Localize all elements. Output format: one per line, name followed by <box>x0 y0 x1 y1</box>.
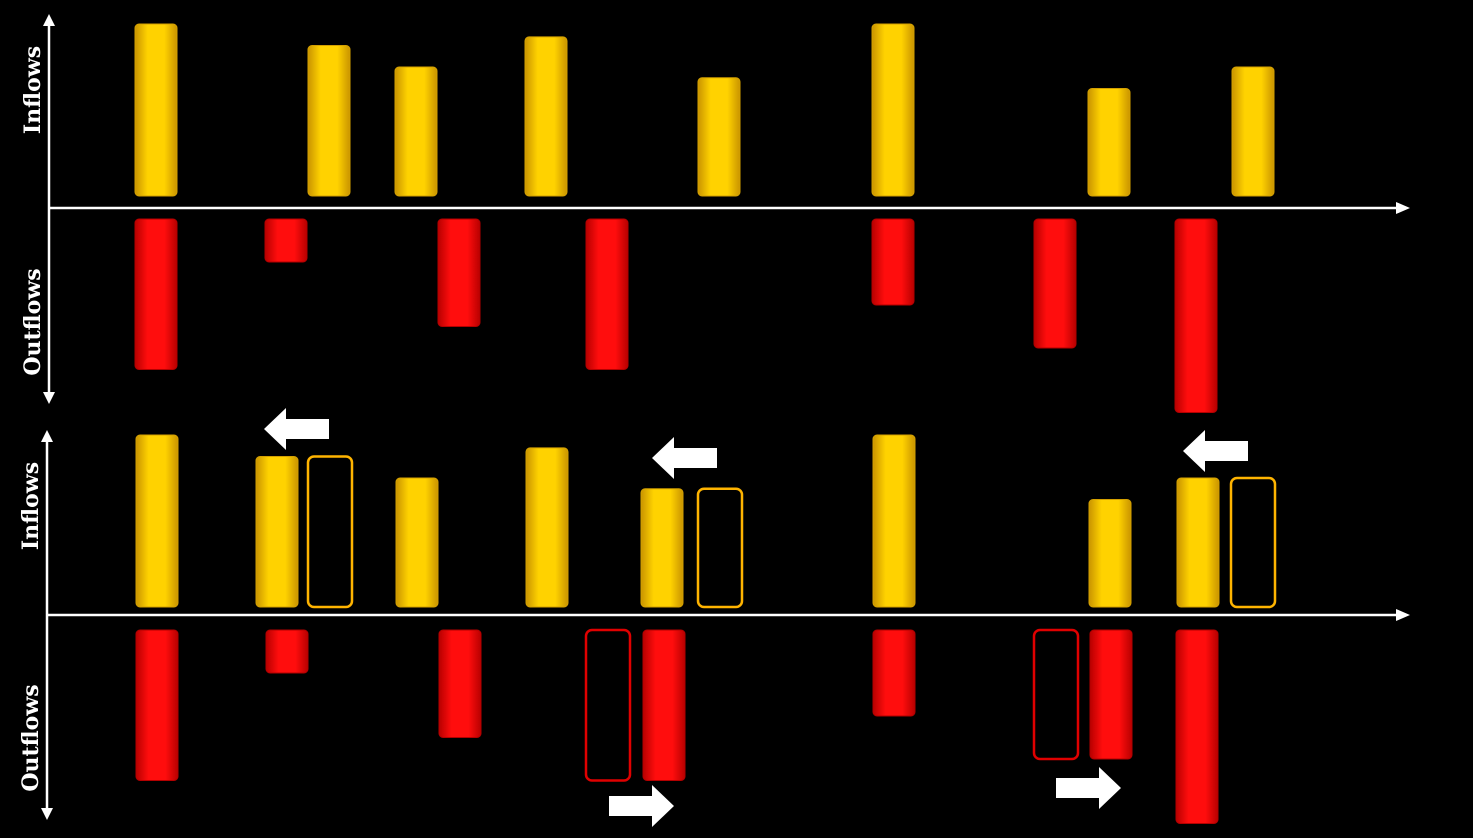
panel-2-time-arrowhead <box>1396 609 1410 621</box>
panel-1-axes <box>43 14 1410 404</box>
panel-2-inflow-original-position <box>1229 476 1277 609</box>
shift-left-arrow-icon <box>652 437 717 479</box>
top-inflows-label: Inflows <box>20 46 46 134</box>
shift-right-arrow-icon <box>609 785 674 827</box>
panel-1-outflow-bar <box>1174 218 1218 413</box>
panel-1-time-arrowhead <box>1396 202 1410 214</box>
panel-1-inflow-bar <box>871 23 915 197</box>
panel-2-inflow-bar <box>640 488 684 608</box>
panel-2-inflow-bar <box>525 447 569 608</box>
panel-2-inflow-bar <box>135 434 179 608</box>
panel-2-inflow-bar <box>1088 499 1132 608</box>
bottom-inflows-label: Inflows <box>18 462 44 550</box>
panel-1-inflow-bar <box>697 77 741 197</box>
labels-layer: Inflows Outflows Inflows Outflows <box>18 46 46 792</box>
panel-2-outflow-bar <box>872 629 916 717</box>
panel-2-outflow-bar <box>135 629 179 781</box>
panel-1-inflow-bar <box>307 45 351 197</box>
panel-2-inflow-bar <box>255 456 299 608</box>
panel-2-outflow-bar <box>265 629 309 674</box>
panel-1-outflow-bar <box>585 218 629 370</box>
shift-left-arrow-icon <box>1183 430 1248 472</box>
panel-2-inflow-bar <box>1176 477 1220 608</box>
panel-2-outflow-bar <box>438 629 482 738</box>
panel-2-outflow-original-position <box>1032 628 1080 761</box>
panel-2-inflow-bar <box>872 434 916 608</box>
panel-1-outflow-bar <box>134 218 178 370</box>
panel-1-inflow-bar <box>134 23 178 197</box>
panel-2-outflow-original-position <box>584 628 632 782</box>
bottom-outflows-label: Outflows <box>18 684 44 791</box>
shift-right-arrow-icon <box>1056 767 1121 809</box>
top-outflows-label: Outflows <box>20 268 46 375</box>
panel-2-inflow-original-position <box>306 455 354 609</box>
panel-2-outflow-bar <box>642 629 686 781</box>
panel-1-up-arrowhead <box>43 14 55 26</box>
panel-2-down-arrowhead <box>41 808 53 820</box>
panel-1-inflow-bar <box>524 36 568 197</box>
panel-1-down-arrowhead <box>43 392 55 404</box>
axes-layer <box>41 14 1410 820</box>
shift-left-arrow-icon <box>264 408 329 450</box>
panel-1-outflow-bar <box>1033 218 1077 349</box>
panel-2-up-arrowhead <box>41 430 53 442</box>
panel-2-inflow-bar <box>395 477 439 608</box>
panel-1-outflow-bar <box>264 218 308 263</box>
panel-1-outflow-bar <box>871 218 915 306</box>
bars-layer <box>134 23 1277 824</box>
panel-2-outflow-bar <box>1175 629 1219 824</box>
arrows-layer <box>264 408 1248 827</box>
panel-2-outflow-bar <box>1089 629 1133 760</box>
panel-1-inflow-bar <box>1087 88 1131 197</box>
panel-1-inflow-bar <box>1231 66 1275 197</box>
panel-2-inflow-original-position <box>696 487 744 609</box>
panel-1-outflow-bar <box>437 218 481 327</box>
panel-2-axes <box>41 430 1410 820</box>
panel-1-inflow-bar <box>394 66 438 197</box>
